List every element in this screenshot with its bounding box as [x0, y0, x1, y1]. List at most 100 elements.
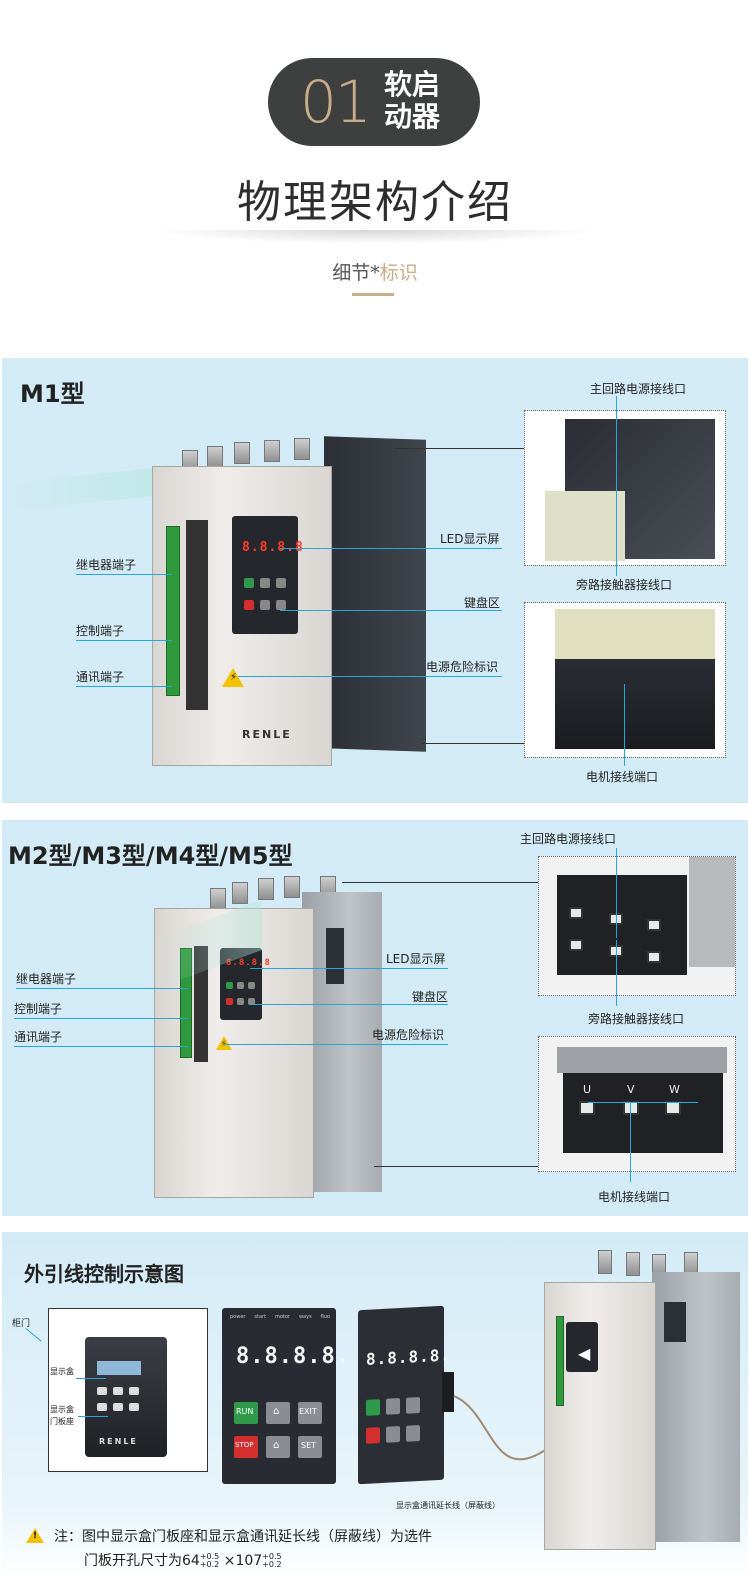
run-button[interactable]	[366, 1399, 380, 1416]
key-button[interactable]	[276, 578, 286, 588]
hazard-warning-icon: ⚡	[216, 1036, 232, 1050]
callout-line	[616, 940, 617, 1006]
top-fin	[294, 438, 310, 460]
key-button[interactable]	[260, 600, 270, 610]
callout-line	[280, 548, 502, 549]
indicator-start: start	[254, 1314, 267, 1320]
side-label-plate	[664, 1302, 686, 1342]
note-prefix: 注：	[54, 1529, 82, 1545]
key-button[interactable]	[113, 1403, 123, 1411]
label-control-terminal: 控制端子	[14, 1002, 63, 1016]
top-fin	[207, 446, 223, 468]
stop-button[interactable]: STOP	[234, 1436, 258, 1458]
exit-button[interactable]: EXIT	[298, 1402, 322, 1424]
top-fin	[264, 440, 280, 462]
tolerance-1-lower: +0.2	[199, 1560, 220, 1569]
title-shadow	[150, 230, 600, 244]
tolerance-1: +0.5+0.2	[200, 1553, 219, 1569]
tolerance-2-upper: +0.5	[262, 1552, 282, 1561]
subtitle-part2: 标识	[379, 262, 418, 284]
indicator-ways: ways	[298, 1314, 312, 1320]
run-button[interactable]: RUN	[234, 1402, 258, 1424]
keypad-panel	[566, 1322, 598, 1372]
label-keypad: 键盘区	[412, 990, 449, 1004]
run-button[interactable]	[226, 982, 233, 989]
terminal-screw	[569, 907, 583, 919]
key-button[interactable]	[129, 1403, 139, 1411]
run-button[interactable]	[244, 578, 254, 588]
light-beam	[2, 468, 152, 512]
side-label-plate	[326, 928, 344, 984]
key-button[interactable]	[386, 1426, 400, 1443]
key-button[interactable]	[237, 982, 244, 989]
terminal-column	[194, 946, 208, 1062]
home-button-icon: ⌂	[273, 1406, 280, 1417]
top-fin	[626, 1252, 640, 1276]
key-button[interactable]	[129, 1387, 139, 1395]
label-relay-terminal: 继电器端子	[16, 972, 77, 986]
footnote-line2: 门板开孔尺寸为64+0.5+0.2 ×107+0.5+0.2	[84, 1550, 282, 1570]
home-button[interactable]: ⌂	[266, 1402, 290, 1424]
key-button[interactable]	[248, 998, 255, 1005]
key-button[interactable]	[97, 1403, 107, 1411]
label-main-power-port: 主回路电源接线口	[590, 382, 687, 396]
home-button[interactable]: ⌂	[266, 1436, 290, 1458]
arrow-left-icon: ◀	[578, 1344, 591, 1363]
key-button[interactable]	[113, 1387, 123, 1395]
key-button[interactable]	[276, 600, 286, 610]
exit-button-label: EXIT	[299, 1407, 317, 1416]
label-comm-terminal: 通讯端子	[76, 670, 125, 684]
label-bypass-port: 旁路接触器接线口	[576, 578, 673, 592]
set-button[interactable]: SET	[298, 1436, 322, 1458]
subtitle-underline	[352, 293, 394, 296]
run-button-label: RUN	[236, 1407, 254, 1416]
indicator-motor: motor	[275, 1314, 291, 1320]
key-button[interactable]	[386, 1398, 400, 1415]
terminal-strip	[180, 948, 192, 1058]
panel-external-control: 外引线控制示意图 柜门 RENLE 显示盒 显示盒 门板座 power star…	[2, 1232, 748, 1576]
key-button[interactable]	[237, 998, 244, 1005]
callout-line	[16, 988, 188, 989]
label-control-terminal: 控制端子	[76, 624, 125, 638]
keypad-indicator-labels: power start motor ways fluo	[230, 1314, 330, 1320]
keypad-side-digits: 8.8.8.8.	[366, 1345, 452, 1369]
cabinet-door-illustration: RENLE	[48, 1308, 208, 1472]
note-text1: 图中显示盒门板座和显示盒通讯延长线（屏蔽线）为选件	[82, 1529, 432, 1545]
stop-button-label: STOP	[235, 1441, 254, 1449]
label-door-mount: 显示盒 门板座	[50, 1405, 74, 1426]
label-hazard-sign: 电源危险标识	[372, 1028, 445, 1042]
label-display-box: 显示盒	[50, 1367, 74, 1376]
terminal-screw	[665, 1101, 681, 1115]
cable-connector	[442, 1372, 454, 1412]
key-button[interactable]	[260, 578, 270, 588]
keypad-panel: 8.8.8.8	[232, 516, 303, 634]
key-button[interactable]	[97, 1387, 107, 1395]
stop-button[interactable]	[226, 998, 233, 1005]
key-button[interactable]	[406, 1425, 420, 1442]
badge-line1: 软启	[384, 68, 441, 101]
panel-m1: M1型 8.8.8.8 ⚡ RENLE 继电器端子 控制端子 通讯端子 LED显…	[2, 358, 748, 803]
note-text2: 门板开孔尺寸为64	[84, 1553, 200, 1569]
stop-button[interactable]	[244, 600, 254, 610]
stop-button[interactable]	[366, 1427, 380, 1444]
keypad-side-view: 8.8.8.8.	[358, 1305, 451, 1485]
key-button[interactable]	[406, 1397, 420, 1414]
key-button[interactable]	[248, 982, 255, 989]
inset-connector	[342, 882, 538, 883]
terminal-letter-v: V	[627, 1083, 635, 1096]
keypad-digits: 8.8.8.8.	[236, 1344, 350, 1369]
page-subtitle: 细节*标识	[0, 258, 750, 285]
led-digits: 8.8.8.8	[226, 958, 271, 968]
terminal-screw	[647, 951, 661, 963]
inset-main-power	[524, 410, 726, 566]
inset-connector	[394, 448, 526, 449]
display-box-logo: RENLE	[99, 1437, 138, 1446]
indicator-power: power	[230, 1314, 246, 1320]
callout-line	[616, 396, 617, 576]
tolerance-2: +0.5+0.2	[262, 1553, 281, 1569]
terminal-screw	[647, 919, 661, 931]
top-fin	[210, 888, 226, 910]
inset-main-power	[538, 856, 736, 996]
badge-number: 01	[300, 68, 372, 136]
callout-line	[25, 1328, 42, 1342]
